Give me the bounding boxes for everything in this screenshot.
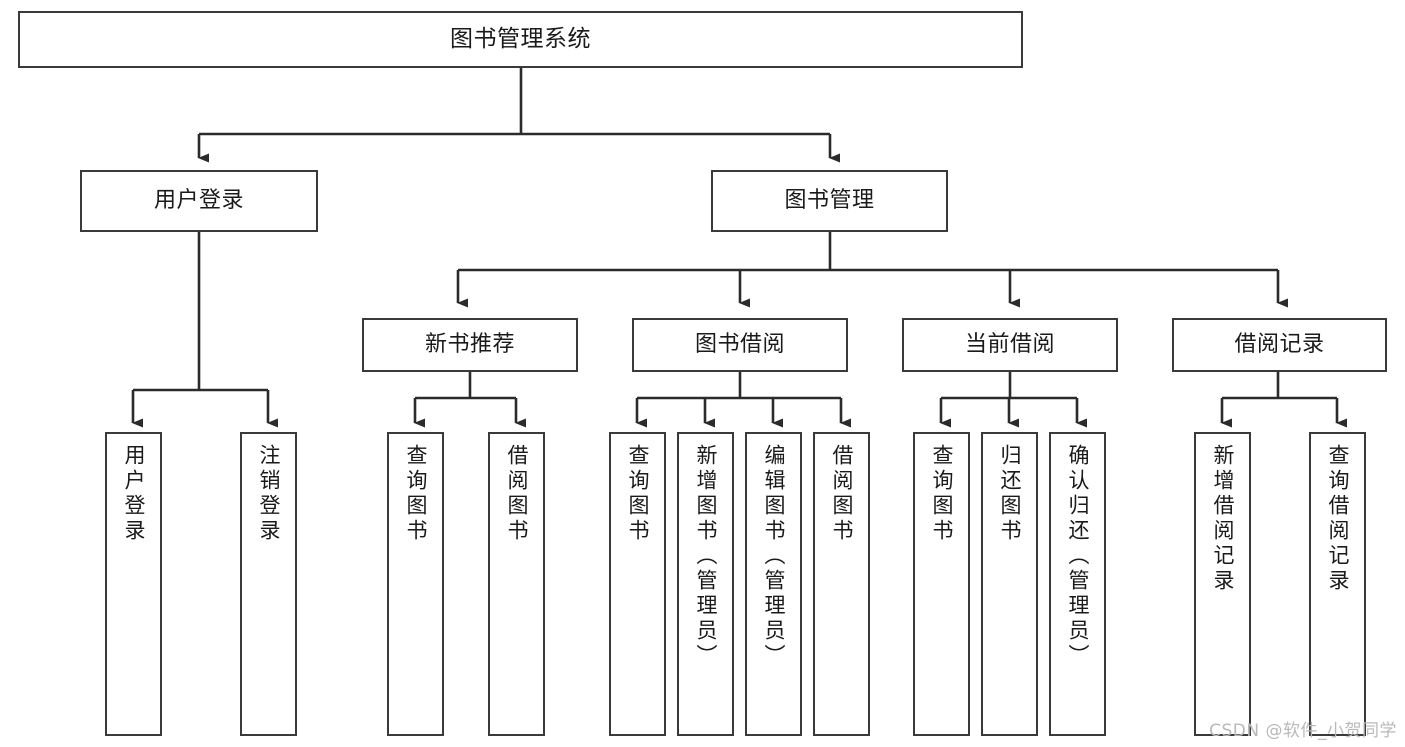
leaf-confirm-return-admin[interactable]: 确认归还（管理员） xyxy=(1049,432,1106,736)
node-user-login[interactable]: 用户登录 xyxy=(80,170,318,232)
node-book-borrow[interactable]: 图书借阅 xyxy=(632,318,848,372)
leaf-borrow-book-new-recommend[interactable]: 借阅图书 xyxy=(488,432,545,736)
csdn-watermark: CSDN @软件_小贺同学 xyxy=(1209,721,1397,741)
node-label: 图书借阅 xyxy=(694,331,785,357)
leaf-query-book-borrow[interactable]: 查询图书 xyxy=(609,432,666,736)
node-label: 注销登录 xyxy=(257,444,281,544)
leaf-add-borrow-record[interactable]: 新增借阅记录 xyxy=(1194,432,1251,736)
node-label: 查询图书 xyxy=(404,444,428,544)
leaf-add-book-admin[interactable]: 新增图书（管理员） xyxy=(677,432,734,736)
node-label: 借阅记录 xyxy=(1234,331,1325,357)
node-label: 查询图书 xyxy=(930,444,954,544)
node-label: 编辑图书（管理员） xyxy=(762,444,786,669)
node-label: 新增图书（管理员） xyxy=(694,444,718,669)
node-label: 查询图书 xyxy=(626,444,650,544)
node-label: 借阅图书 xyxy=(505,444,529,544)
node-label: 查询借阅记录 xyxy=(1326,444,1350,594)
node-label: 图书管理 xyxy=(784,187,875,213)
leaf-query-book-new-recommend[interactable]: 查询图书 xyxy=(387,432,444,736)
node-label: 图书管理系统 xyxy=(450,26,591,53)
node-label: 归还图书 xyxy=(998,444,1022,544)
node-label: 借阅图书 xyxy=(830,444,854,544)
leaf-query-borrow-record[interactable]: 查询借阅记录 xyxy=(1309,432,1366,736)
node-label: 新增借阅记录 xyxy=(1211,444,1235,594)
node-label: 用户登录 xyxy=(122,444,146,544)
leaf-logout-login[interactable]: 注销登录 xyxy=(240,432,297,736)
leaf-query-book-current[interactable]: 查询图书 xyxy=(913,432,970,736)
node-borrow-record[interactable]: 借阅记录 xyxy=(1172,318,1387,372)
leaf-user-login[interactable]: 用户登录 xyxy=(105,432,162,736)
node-label: 用户登录 xyxy=(153,187,244,213)
node-root-book-management-system[interactable]: 图书管理系统 xyxy=(18,11,1023,68)
leaf-return-book[interactable]: 归还图书 xyxy=(981,432,1038,736)
node-current-borrow[interactable]: 当前借阅 xyxy=(902,318,1118,372)
leaf-edit-book-admin[interactable]: 编辑图书（管理员） xyxy=(745,432,802,736)
node-label: 当前借阅 xyxy=(964,331,1055,357)
node-new-book-recommend[interactable]: 新书推荐 xyxy=(362,318,578,372)
leaf-borrow-book-borrow[interactable]: 借阅图书 xyxy=(813,432,870,736)
node-book-management[interactable]: 图书管理 xyxy=(711,170,948,232)
node-label: 新书推荐 xyxy=(424,331,515,357)
node-label: 确认归还（管理员） xyxy=(1066,444,1090,669)
